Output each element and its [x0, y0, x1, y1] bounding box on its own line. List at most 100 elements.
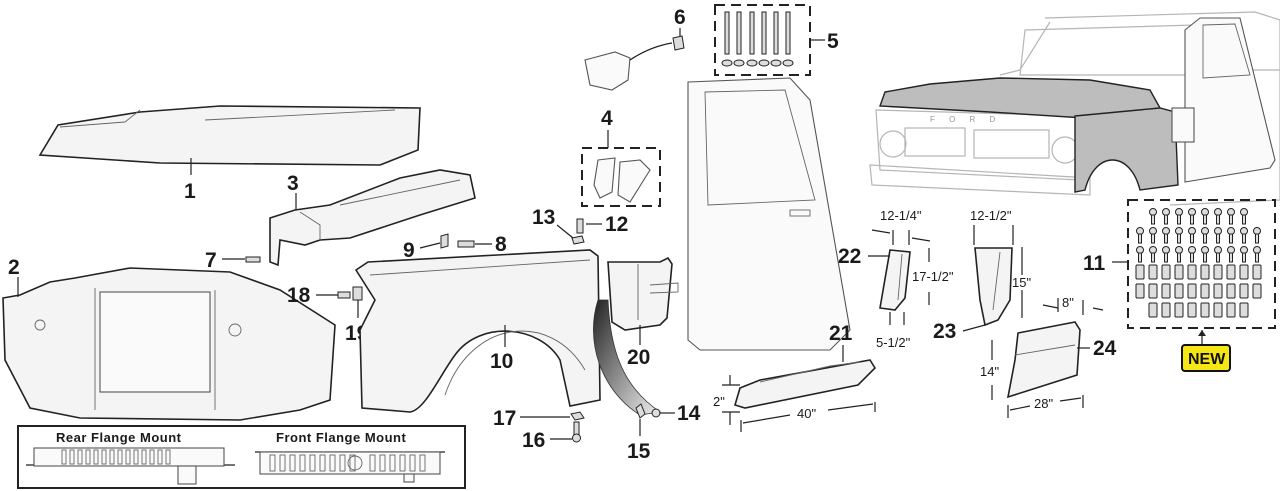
callout-3: 3 [287, 172, 299, 195]
part-radiator-support: 2 [2, 256, 336, 421]
kit-clip [1226, 283, 1236, 299]
flange-slot [93, 449, 99, 465]
part-fender-hardware-kit: 11 NEW [1083, 199, 1276, 372]
dim-23-height: 15" [1012, 275, 1031, 290]
flange-slot [299, 454, 306, 472]
kit-bolt-shank [1151, 214, 1155, 225]
flange-slot [149, 449, 155, 465]
callout-15: 15 [627, 440, 651, 463]
part-splash-shield-screw: 14 [651, 402, 701, 425]
truck-windshield [1019, 24, 1201, 76]
kit-bolt-shank [1151, 233, 1155, 244]
kit-bolt [1240, 246, 1248, 254]
kit-clip [1148, 302, 1158, 318]
kit-clip [1252, 264, 1262, 280]
truck-illustration: F O R D [869, 11, 1280, 206]
kit-bolt-shank [1203, 252, 1207, 263]
flange-slot [125, 449, 131, 465]
flange-slot [165, 449, 171, 465]
part-apron: 3 [269, 169, 476, 267]
flange-slot [157, 449, 163, 465]
kit-clip [1187, 264, 1197, 280]
flange-slot [329, 454, 336, 472]
truck-grille-text: F O R D [930, 115, 1001, 124]
kit-bolt [1136, 246, 1144, 254]
part-fender-clip-nut: 9 [403, 233, 449, 262]
arrow-up-icon [1198, 330, 1206, 336]
callout-22: 22 [838, 245, 861, 268]
flange-mount-inset: Rear Flange Mount Front Flange Mount [17, 425, 466, 489]
kit-bolt [1227, 208, 1235, 216]
part-support-bolt: 18 [287, 284, 351, 307]
kit-clip [1226, 264, 1236, 280]
callout-18: 18 [287, 284, 311, 307]
callout-7: 7 [205, 249, 217, 272]
kit-bolt-shank [1216, 214, 1220, 225]
dim-22-width: 12-1/4" [880, 208, 922, 223]
kit-bolt [1162, 246, 1170, 254]
kit-clip [1239, 302, 1249, 318]
kit-bolt-shank [1151, 252, 1155, 263]
callout-11: 11 [1083, 252, 1106, 275]
kit-clip [1213, 264, 1223, 280]
callout-14: 14 [677, 402, 701, 425]
truck-hood [879, 77, 1162, 119]
part-cowl-side-panel: 20 [607, 256, 679, 369]
kit-bolt-shank [1242, 252, 1246, 263]
flange-slot [339, 454, 346, 472]
kit-bolt [1227, 227, 1235, 235]
kit-clip [1239, 283, 1249, 299]
dim-22-height: 17-1/2" [912, 269, 954, 284]
kit-bolt-shank [1190, 233, 1194, 244]
part-fender-lower-nut: 17 [493, 407, 585, 430]
front-flange-label: Front Flange Mount [276, 430, 406, 445]
flange-slot [61, 449, 67, 465]
kit-bolt-shank [1138, 252, 1142, 263]
callout-6: 6 [674, 6, 686, 29]
kit-bolt [1136, 227, 1144, 235]
kit-clip [1135, 264, 1145, 280]
flange-slot [369, 454, 376, 472]
part-hood-hinges: 4 [581, 107, 661, 207]
kit-bolt-shank [1203, 214, 1207, 225]
kit-bolt-shank [1177, 233, 1181, 244]
kit-bolt-shank [1229, 214, 1233, 225]
callout-5: 5 [827, 30, 839, 53]
flange-slot [117, 449, 123, 465]
kit-bolt [1162, 208, 1170, 216]
kit-bolt-shank [1255, 233, 1259, 244]
flange-slot [77, 449, 83, 465]
kit-bolt-shank [1177, 214, 1181, 225]
truck-bumper [869, 164, 1091, 196]
kit-bolt [1175, 246, 1183, 254]
kit-clip [1187, 283, 1197, 299]
new-badge: NEW [1181, 344, 1231, 372]
kit-bolt [1214, 246, 1222, 254]
kit-clip [1174, 302, 1184, 318]
part-fender-lower-bolt: 16 [522, 421, 581, 452]
kit-clip [1135, 283, 1145, 299]
part-rocker-panel: 21 2" 40" [713, 322, 877, 432]
kit-clip [1187, 302, 1197, 318]
callout-21: 21 [829, 322, 853, 345]
kit-clip [1213, 283, 1223, 299]
part-hood: 1 [38, 105, 421, 203]
callout-20: 20 [627, 346, 650, 369]
kit-clip [1148, 283, 1158, 299]
kit-bolt-shank [1255, 252, 1259, 263]
kit-bolt-shank [1177, 252, 1181, 263]
kit-clip [1148, 264, 1158, 280]
truck-door [1184, 17, 1276, 183]
dim-21-height: 2" [713, 394, 725, 409]
part-door-pillar-patch: 22 12-1/4" 17-1/2" 5-1/2" [838, 208, 954, 350]
kit-bolt-shank [1164, 214, 1168, 225]
part-cab-corner-patch: 12-1/2" 15" 23 [933, 208, 1031, 343]
kit-bolt-shank [1242, 214, 1246, 225]
kit-bolt [1227, 246, 1235, 254]
flange-slot [109, 449, 115, 465]
callout-17: 17 [493, 407, 516, 430]
kit-bolt [1214, 208, 1222, 216]
truck-cab-outline [1044, 11, 1280, 206]
callout-24: 24 [1093, 337, 1117, 360]
kit-bolt [1175, 227, 1183, 235]
